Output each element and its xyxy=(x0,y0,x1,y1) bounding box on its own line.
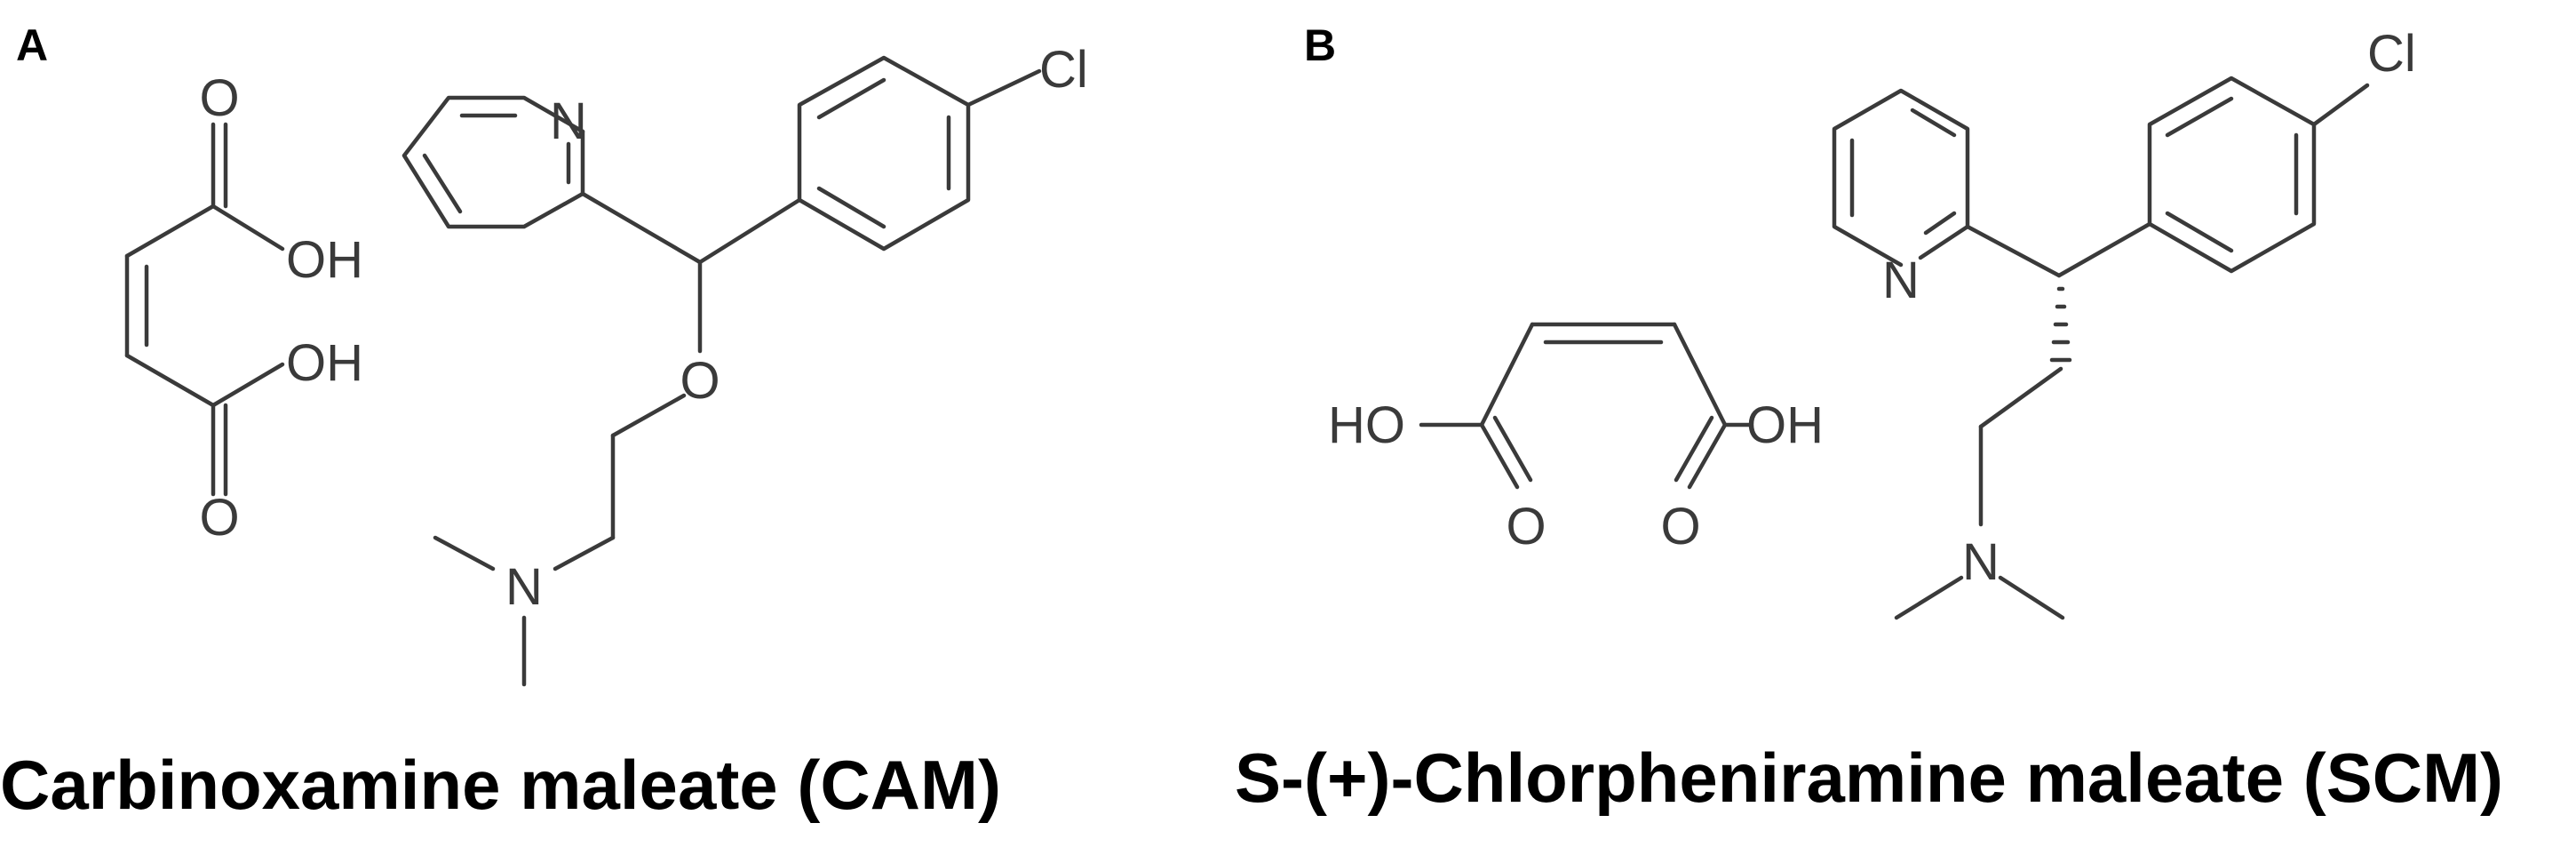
panel-b: B HO OH O O N xyxy=(1235,20,2503,817)
panel-b-caption: S-(+)-Chlorpheniramine maleate (SCM) xyxy=(1235,739,2503,817)
panel-a-pyridine-n: N xyxy=(550,92,587,150)
panel-b-acid-ho: HO xyxy=(1328,396,1405,454)
panel-a-letter: A xyxy=(16,20,48,70)
panel-b-cl: Cl xyxy=(2367,25,2416,83)
panel-a-cl: Cl xyxy=(1039,41,1088,99)
panel-b-pyridine-n: N xyxy=(1882,252,1920,309)
panel-b-acid-o-left: O xyxy=(1506,498,1546,555)
panel-b-amine-n: N xyxy=(1962,533,2000,591)
panel-b-letter: B xyxy=(1304,20,1336,70)
panel-a-maleic-acid: O OH OH O xyxy=(124,69,363,547)
panel-a-acid-o-bottom: O xyxy=(199,489,239,547)
panel-b-maleic-acid: HO OH O O xyxy=(1328,322,1824,555)
panel-a-acid-o-top: O xyxy=(199,69,239,127)
panel-b-acid-o-right: O xyxy=(1660,498,1700,555)
panel-a: A O OH OH O xyxy=(0,20,1088,824)
panel-a-acid-oh-lower: OH xyxy=(286,334,363,392)
panel-b-acid-oh: OH xyxy=(1746,396,1824,454)
panel-b-stereo-hash xyxy=(2049,286,2072,363)
panel-b-chlorpheniramine: N Cl N xyxy=(1832,25,2416,620)
panel-a-acid-oh-upper: OH xyxy=(286,231,363,289)
panel-a-caption: Carbinoxamine maleate (CAM) xyxy=(0,746,1001,824)
panel-a-carbinoxamine: Cl N O N xyxy=(402,41,1088,687)
panel-a-ether-o: O xyxy=(680,352,720,410)
panel-a-amine-n: N xyxy=(505,558,543,616)
